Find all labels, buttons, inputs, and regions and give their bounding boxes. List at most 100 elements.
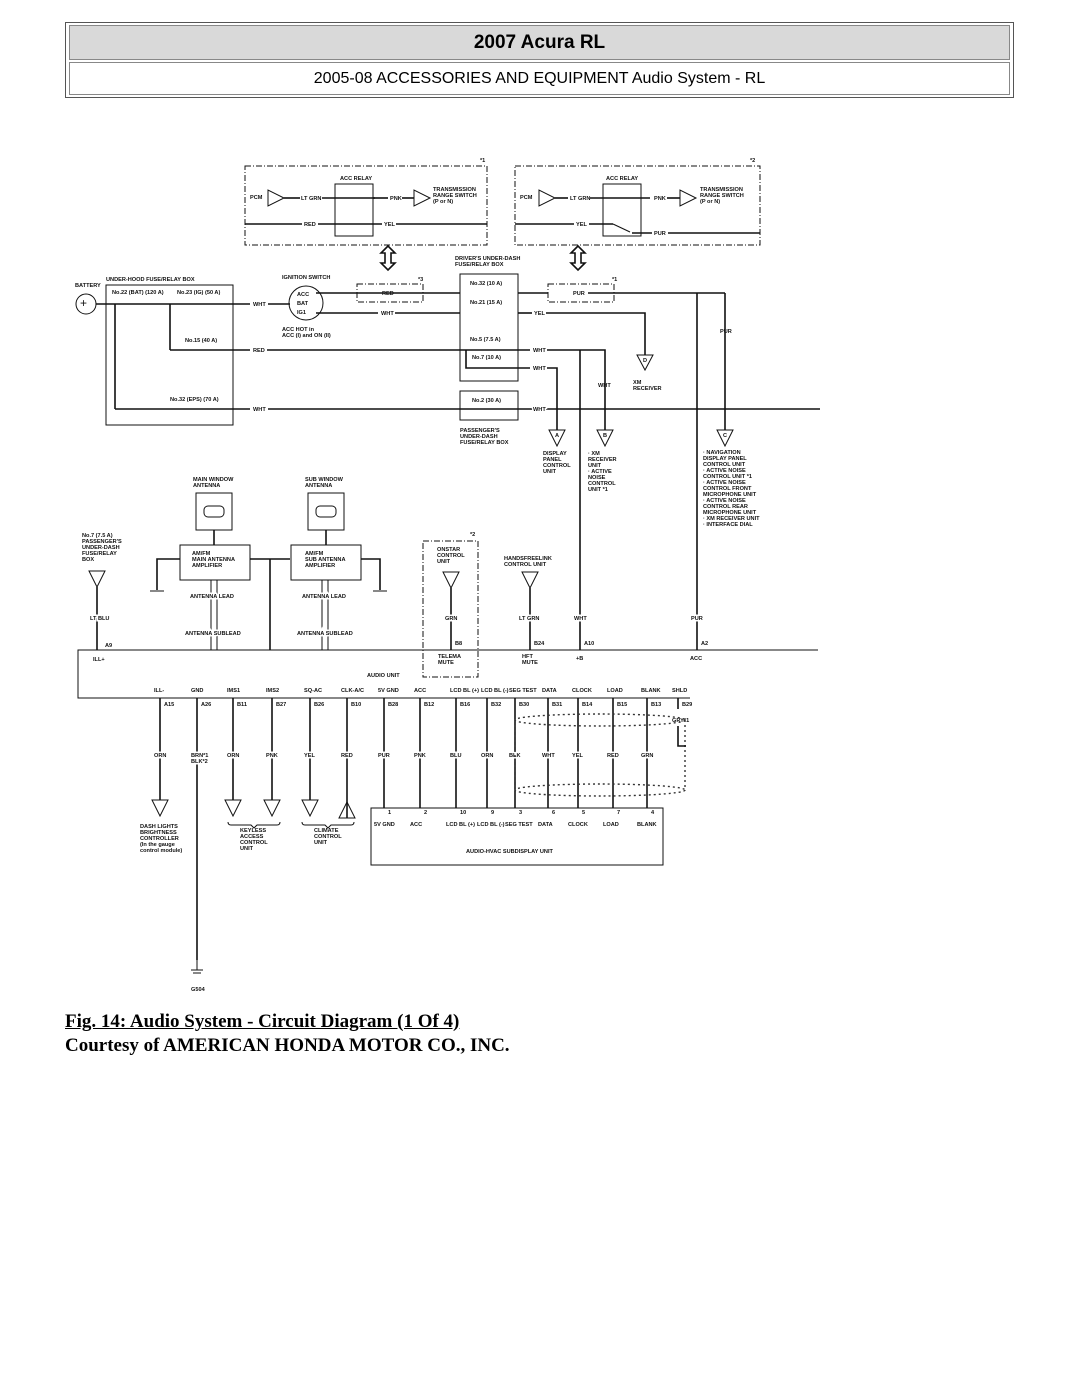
connector-icon — [224, 799, 242, 818]
label-line: · NAVIGATION — [703, 450, 741, 456]
wire-label: ORN — [154, 753, 166, 759]
pin-label: B8 — [455, 641, 462, 647]
label-line: CONTROL UNIT — [703, 462, 746, 468]
label-line: CONTROL — [588, 481, 616, 487]
label-line: UNIT — [314, 840, 328, 846]
label-line: UNIT *1 — [588, 487, 608, 493]
label: AMPLIFIER — [305, 563, 335, 569]
svg-text:+: + — [80, 296, 87, 310]
subdisplay-pin-number: 10 — [460, 810, 466, 816]
label: SUB ANTENNA — [305, 557, 346, 563]
wire-label: PNK — [414, 753, 426, 759]
label: HANDSFREELINK — [504, 556, 552, 562]
pin-code: B11 — [237, 702, 247, 708]
wire-label: RED — [341, 753, 353, 759]
wire-label: PUR — [720, 329, 732, 335]
pin-signal: LOAD — [607, 688, 623, 694]
label: (P or N) — [433, 199, 453, 205]
pin-signal: ILL- — [154, 688, 164, 694]
fuse-label: No.21 (15 A) — [470, 300, 502, 306]
label-line: NOISE — [588, 475, 606, 481]
pin-signal: IMS2 — [266, 688, 279, 694]
label-line: CLIMATE — [314, 828, 339, 834]
label: CONTROL — [437, 553, 465, 559]
pin-code: B13 — [651, 702, 661, 708]
wire-label: YEL — [534, 311, 545, 317]
label-line: · INTERFACE DIAL — [703, 522, 753, 528]
connector-icon — [338, 800, 356, 819]
label: (P or N) — [700, 199, 720, 205]
pin-signal: DATA — [542, 688, 557, 694]
wire-label: BLU — [450, 753, 462, 759]
pin-code: B14 — [582, 702, 593, 708]
label: RANGE SWITCH — [433, 193, 477, 199]
pin-signal: CLOCK — [572, 688, 592, 694]
acc-relay-box-2: *2 PCM LT GRN ACC RELAY PNK TRANSMISSION… — [514, 158, 761, 272]
label-line: · ACTIVE — [588, 469, 612, 475]
document-subtitle: 2005-08 ACCESSORIES AND EQUIPMENT Audio … — [69, 62, 1010, 95]
wire-label: WHT — [253, 407, 266, 413]
label-line: MICROPHONE UNIT — [703, 510, 757, 516]
subdisplay-pin-label: LOAD — [603, 822, 619, 828]
wire-label: WHT — [253, 302, 266, 308]
fuse-label: No.7 (10 A) — [472, 355, 501, 361]
label-line: No.7 (7.5 A) — [82, 533, 113, 539]
label-line: · XM — [588, 451, 600, 457]
pin-code: B32 — [491, 702, 501, 708]
connector-label: C — [723, 433, 727, 439]
wire-label: RED — [382, 291, 394, 297]
label-line: UNDER-DASH — [82, 545, 120, 551]
label: BAT — [297, 301, 309, 307]
pin-code: B28 — [388, 702, 398, 708]
label: MAIN ANTENNA — [192, 557, 235, 563]
wire-label: YEL — [384, 222, 395, 228]
label-line: KEYLESS — [240, 828, 266, 834]
pin-label: MUTE — [522, 660, 538, 666]
fuse-label: No.5 (7.5 A) — [470, 337, 501, 343]
wire-label: BLK*2 — [191, 759, 208, 765]
subdisplay-pin-label: LCD BL (-) — [477, 822, 505, 828]
pin-label: A9 — [105, 643, 112, 649]
wire-label: PUR — [691, 616, 703, 622]
note: *1 — [612, 277, 617, 283]
label: AMPLIFIER — [192, 563, 222, 569]
pin-code: B15 — [617, 702, 627, 708]
wire-label: WHT — [574, 616, 587, 622]
label: ACC (I) and ON (II) — [282, 333, 331, 339]
subdisplay-pin-number: 7 — [617, 810, 620, 816]
wire-label: BRN*1 — [191, 753, 208, 759]
relay-label: ACC RELAY — [606, 176, 638, 182]
wire-label: YEL — [572, 753, 583, 759]
pin-label: HFT — [522, 654, 533, 660]
label-line: DISPLAY — [543, 451, 567, 457]
subdisplay-unit — [370, 807, 664, 866]
pin-code: B31 — [552, 702, 562, 708]
wire-label: GRN — [641, 753, 653, 759]
pin-signal: SQ-AC — [304, 688, 322, 694]
pin-label: A2 — [701, 641, 708, 647]
label-line: CONTROL — [543, 463, 571, 469]
label: TRANSMISSION — [700, 187, 743, 193]
pin-code: B16 — [460, 702, 470, 708]
acc-relay-box-1: *1 PCM LT GRN ACC RELAY PNK TRANSMISSION… — [244, 158, 488, 272]
label-line: PANEL — [543, 457, 562, 463]
label: ANTENNA — [305, 483, 332, 489]
pin-signal: SEG TEST — [509, 688, 537, 694]
audio-unit-label: AUDIO UNIT — [367, 673, 400, 679]
label-line: MICROPHONE UNIT — [703, 492, 757, 498]
pin-signal: LCD BL (-) — [481, 688, 509, 694]
pin-code: B26 — [314, 702, 324, 708]
wire-label: RED — [607, 753, 619, 759]
label: RECEIVER — [633, 386, 662, 392]
pin-code: A15 — [164, 702, 174, 708]
connector-label: A — [555, 433, 559, 439]
subdisplay-pin-number: 3 — [519, 810, 522, 816]
wire-label: PNK — [390, 196, 402, 202]
power-distribution: BATTERY + UNDER-HOOD FUSE/RELAY BOX No.2… — [75, 256, 820, 650]
label-line: CONTROL — [314, 834, 342, 840]
wire-label: WHT — [533, 348, 546, 354]
wire-label: LT GRN — [301, 196, 321, 202]
